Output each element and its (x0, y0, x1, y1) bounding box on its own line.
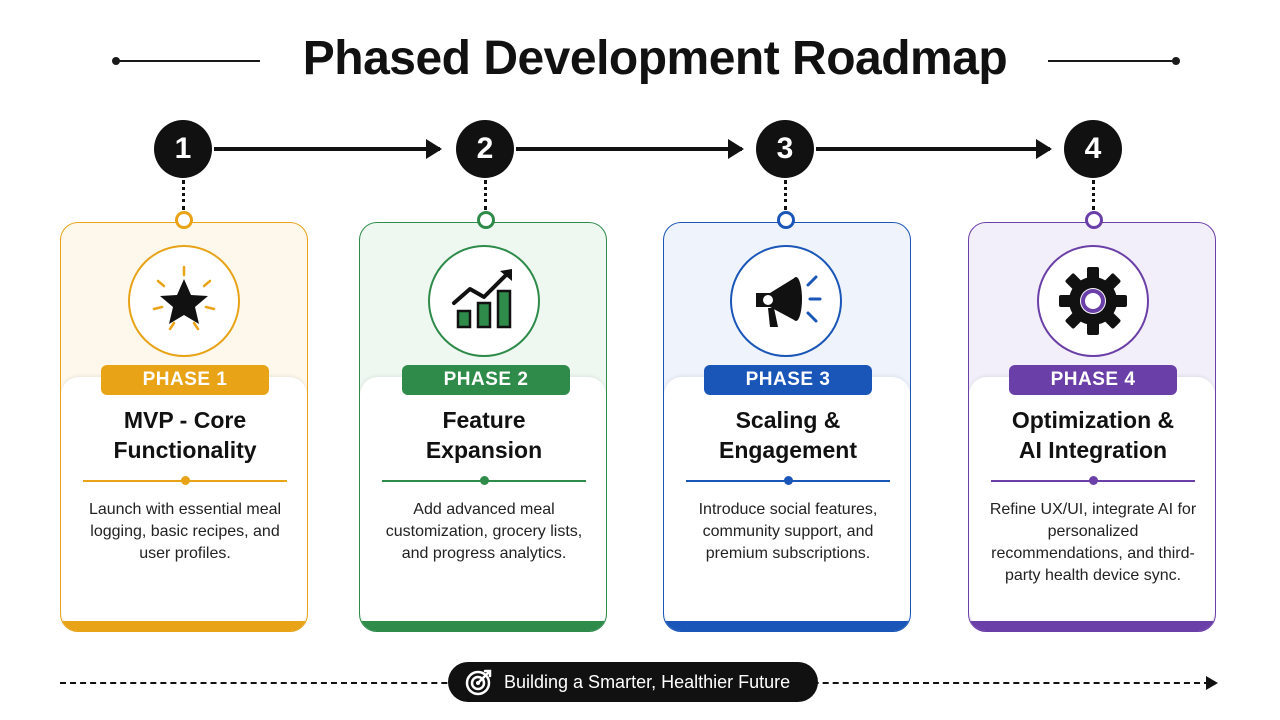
phase-title-1-line1: MVP - Core (123, 407, 247, 433)
step-number-4: 4 (1064, 120, 1122, 178)
dotted-stem-1 (182, 180, 185, 210)
phase-title-2-line1: Feature (442, 407, 526, 433)
step-number-2: 2 (456, 120, 514, 178)
connector-arrow-3-4 (816, 139, 1052, 159)
phase-title-3-line1: Scaling & (735, 407, 841, 433)
star-icon (152, 265, 216, 331)
title-line-right (1048, 60, 1176, 62)
phase-card-bottom-bar-4 (969, 621, 1215, 631)
page-title: Phased Development Roadmap (302, 32, 1008, 85)
dotted-stem-4 (1092, 180, 1095, 210)
growth-chart-icon (452, 269, 512, 329)
phase-description-2: Add advanced meal customization, grocery… (385, 501, 583, 562)
target-icon (464, 667, 494, 697)
phase-description-4: Refine UX/UI, integrate AI for personali… (989, 501, 1197, 584)
phase-title-3-line2: Engagement (718, 437, 858, 463)
phase-card-bottom-bar-1 (61, 621, 307, 631)
phase-badge-1: PHASE 1 (101, 365, 269, 395)
phase-icon-circle-1 (128, 245, 240, 357)
phase-divider-dot-1 (181, 476, 190, 485)
phase-card-bottom-bar-2 (360, 621, 606, 631)
phase-title-4-line1: Optimization & (1011, 407, 1175, 433)
step-number-3: 3 (756, 120, 814, 178)
phase-icon-circle-4 (1037, 245, 1149, 357)
phase-card-bottom-bar-3 (664, 621, 910, 631)
stem-ring-4 (1085, 211, 1103, 229)
title-line-left (116, 60, 260, 62)
phase-badge-3: PHASE 3 (704, 365, 872, 395)
footer-tagline-pill: Building a Smarter, Healthier Future (448, 662, 818, 702)
dotted-stem-2 (484, 180, 487, 210)
title-line-dot-right (1172, 57, 1180, 65)
phase-title-1: MVP - Core Functionality (71, 405, 299, 465)
stem-ring-3 (777, 211, 795, 229)
phase-title-1-line2: Functionality (113, 437, 257, 463)
connector-arrow-1-2 (214, 139, 442, 159)
phase-card-body-1 (61, 377, 307, 625)
stem-ring-2 (477, 211, 495, 229)
phase-description-3: Introduce social features, community sup… (698, 501, 878, 562)
phase-card-1: PHASE 1 MVP - Core Functionality Launch … (60, 222, 308, 632)
phase-card-body-2 (360, 377, 606, 625)
phase-card-3: PHASE 3 Scaling & Engagement Introduce s… (663, 222, 911, 632)
phase-title-3: Scaling & Engagement (674, 405, 902, 465)
gear-icon (1059, 267, 1127, 335)
phase-divider-dot-4 (1089, 476, 1098, 485)
title-bar: Phased Development Roadmap (0, 28, 1280, 92)
phase-divider-dot-2 (480, 476, 489, 485)
phase-card-2: PHASE 2 Feature Expansion Add advanced m… (359, 222, 607, 632)
phase-card-4: PHASE 4 Optimization & AI Integration Re… (968, 222, 1216, 632)
phase-divider-dot-3 (784, 476, 793, 485)
phase-badge-2: PHASE 2 (402, 365, 570, 395)
megaphone-icon (756, 275, 822, 327)
stem-ring-1 (175, 211, 193, 229)
phase-icon-circle-3 (730, 245, 842, 357)
connector-arrow-2-3 (516, 139, 744, 159)
phase-icon-circle-2 (428, 245, 540, 357)
phase-card-body-3 (664, 377, 910, 625)
phase-badge-4: PHASE 4 (1009, 365, 1177, 395)
footer-arrow-head (1206, 676, 1218, 690)
phase-card-body-4 (969, 377, 1215, 625)
dotted-stem-3 (784, 180, 787, 210)
phase-title-2-line2: Expansion (425, 437, 543, 463)
phase-description-1: Launch with essential meal logging, basi… (88, 501, 282, 562)
footer-tagline-text: Building a Smarter, Healthier Future (504, 671, 791, 692)
phase-title-4-line2: AI Integration (1018, 437, 1168, 463)
phase-title-2: Feature Expansion (370, 405, 598, 465)
phase-title-4: Optimization & AI Integration (979, 405, 1207, 465)
step-number-1: 1 (154, 120, 212, 178)
